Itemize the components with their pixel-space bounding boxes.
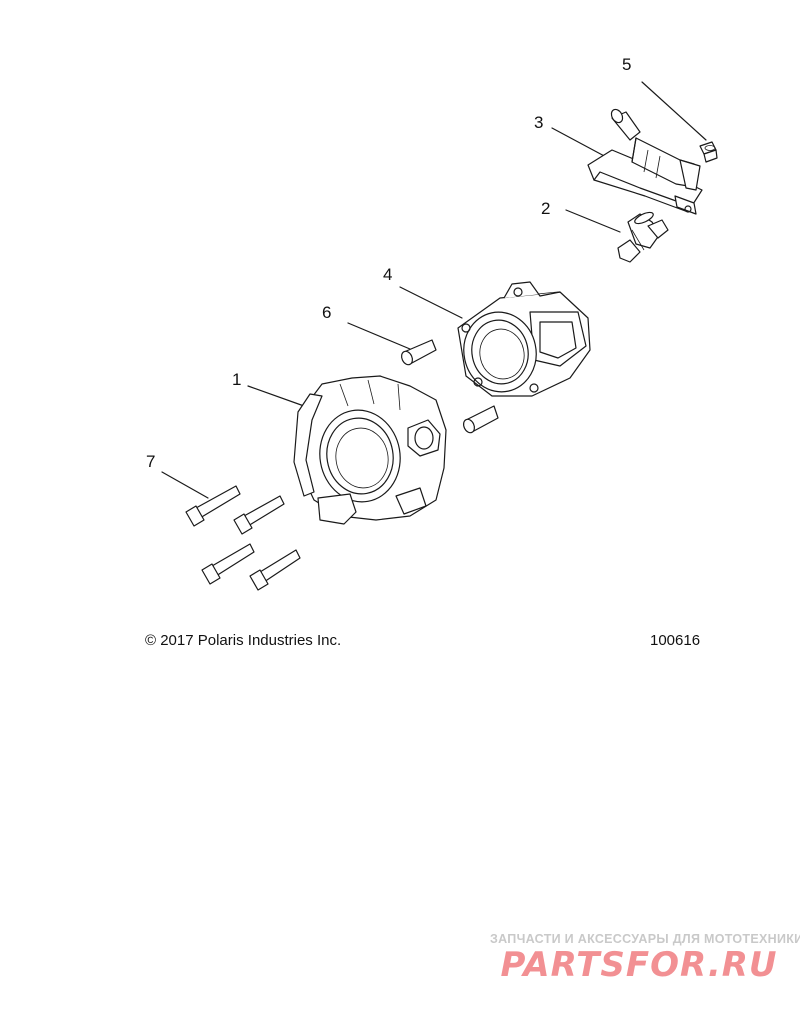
parts-diagram bbox=[161, 81, 718, 591]
figure-number: 100616 bbox=[650, 632, 701, 649]
watermark-logo-text: PARTSFOR.RU bbox=[500, 945, 777, 984]
callout-3: 3 bbox=[534, 113, 544, 132]
watermark-tagline: ЗАПЧАСТИ И АКСЕССУАРЫ ДЛЯ МОТОТЕХНИКИ bbox=[490, 932, 800, 946]
copyright-text: © 2017 Polaris Industries Inc. bbox=[145, 632, 342, 649]
leader-lines bbox=[161, 81, 707, 499]
part-3-fuel-rail bbox=[587, 108, 703, 215]
part-7-bolts bbox=[185, 485, 301, 591]
part-5-bolt bbox=[699, 141, 718, 163]
watermark-logo: PARTSFOR.RU bbox=[500, 945, 777, 984]
part-2-fuel-injector bbox=[617, 211, 669, 263]
callout-5: 5 bbox=[622, 55, 632, 74]
callout-4: 4 bbox=[383, 265, 393, 284]
part-1-throttle-body bbox=[293, 375, 447, 525]
callout-2: 2 bbox=[541, 199, 551, 218]
callout-7: 7 bbox=[146, 452, 156, 471]
part-4-intake-adapter bbox=[457, 281, 591, 397]
callout-6: 6 bbox=[322, 303, 332, 322]
part-6-bolts bbox=[400, 339, 499, 434]
callout-1: 1 bbox=[232, 370, 242, 389]
